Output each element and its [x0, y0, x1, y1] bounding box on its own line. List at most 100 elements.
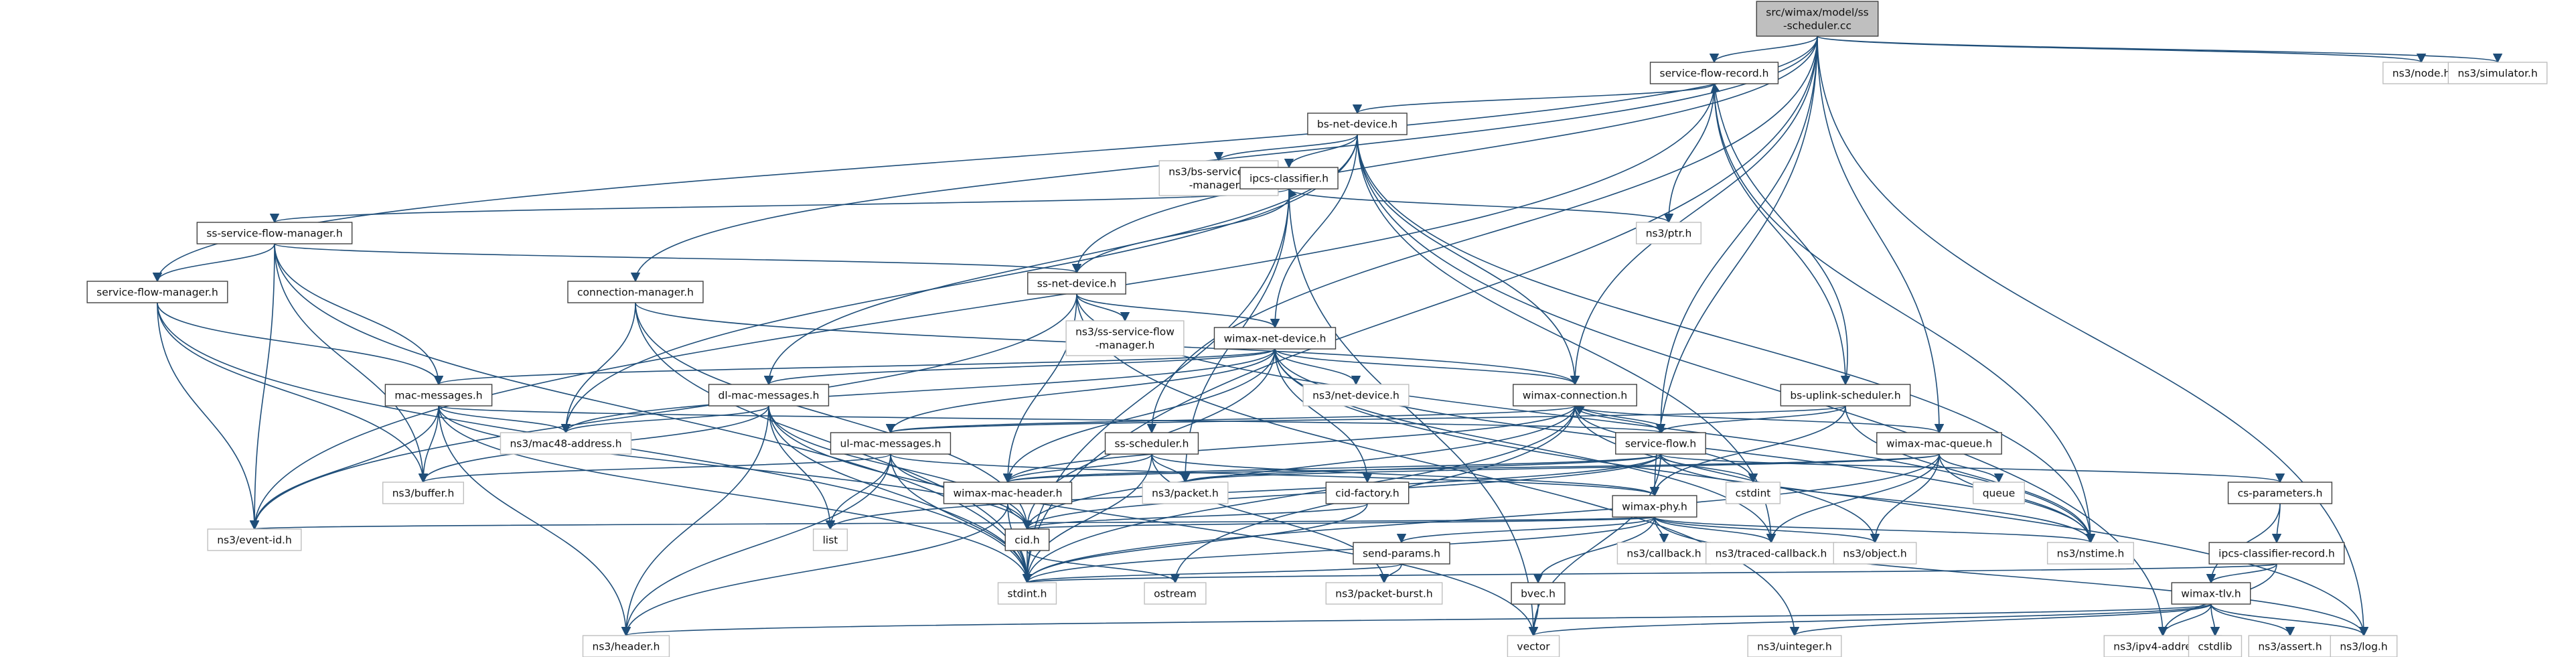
node-box — [196, 222, 353, 244]
root-file-node[interactable]: src/wimax/model/ss-scheduler.cc — [1756, 1, 1879, 37]
edge-sssched-to-packet — [1151, 453, 1191, 484]
node-label: ostream — [1154, 587, 1197, 599]
node-header: ns3/header.h — [582, 635, 670, 657]
edge-ipcscr-to-wtlv — [2206, 563, 2277, 584]
edge-bsnet-to-ipv4 — [1357, 134, 2168, 637]
node-bsnet[interactable]: bs-net-device.h — [1307, 113, 1408, 135]
node-label: cid-factory.h — [1335, 487, 1399, 499]
edge-wmachdr-to-header — [621, 503, 1008, 637]
edge-bsnet-to-bssfm — [1213, 134, 1358, 162]
edge-sfr-to-bsul — [1714, 83, 1851, 386]
edge-sssfm-to-macmsg — [274, 243, 444, 386]
edge-wtlv-to-assert — [2210, 603, 2295, 637]
node-ipcsc[interactable]: ipcs-classifier.h — [1239, 167, 1339, 190]
node-box — [1142, 482, 1229, 504]
node-box — [1833, 542, 1917, 565]
node-label: list — [823, 534, 838, 546]
node-assert: ns3/assert.h — [2248, 635, 2332, 657]
node-sssched[interactable]: ss-scheduler.h — [1104, 432, 1199, 455]
edge-macmsg-to-cid — [438, 405, 1033, 530]
node-bsul[interactable]: bs-uplink-scheduler.h — [1780, 384, 1911, 407]
edge-wimaxnet-to-dlmac — [764, 348, 1276, 386]
node-wphy[interactable]: wimax-phy.h — [1612, 495, 1697, 518]
edge-bsnet-to-wconn — [1357, 134, 1580, 386]
node-label: bs-net-device.h — [1317, 118, 1397, 130]
node-label: ns3/nstime.h — [2057, 547, 2125, 559]
node-box — [1705, 542, 1837, 565]
node-box — [2447, 62, 2548, 84]
node-wqueue[interactable]: wimax-mac-queue.h — [1876, 432, 2002, 455]
edge-wphy-to-sendp — [1397, 516, 1655, 544]
node-label: cstdint — [1736, 487, 1771, 499]
node-ipcscr[interactable]: ipcs-classifier-record.h — [2208, 542, 2345, 565]
node-label: mac-messages.h — [394, 389, 482, 401]
edge-bsul-to-ulmac — [886, 405, 1846, 434]
node-box — [1004, 528, 1050, 551]
node-label: ns3/assert.h — [2258, 640, 2322, 652]
node-ulmac[interactable]: ul-mac-messages.h — [830, 432, 952, 455]
edge-wimaxnet-to-wconn — [1274, 348, 1580, 386]
node-sflow[interactable]: service-flow.h — [1615, 432, 1706, 455]
node-netdev: ns3/net-device.h — [1302, 384, 1410, 407]
node-box — [1747, 635, 1842, 657]
edge-bsul-to-sflow — [1655, 405, 1846, 434]
node-connmgr[interactable]: connection-manager.h — [567, 281, 704, 303]
edge-wtlv-to-log — [2210, 603, 2369, 637]
node-wimaxnet[interactable]: wimax-net-device.h — [1213, 327, 1337, 350]
node-box — [830, 432, 952, 455]
node-eventid: ns3/event-id.h — [207, 528, 302, 551]
edge-wphy-to-object — [1654, 516, 1880, 544]
node-ssnet[interactable]: ss-net-device.h — [1027, 272, 1126, 295]
edge-sssched-to-wmachdr — [1002, 453, 1152, 484]
edge-sssched-to-wphy — [1151, 453, 1659, 497]
node-bvec[interactable]: bvec.h — [1511, 582, 1566, 605]
node-label: bvec.h — [1521, 587, 1556, 599]
node-dlmac[interactable]: dl-mac-messages.h — [708, 384, 830, 407]
edge-bsul-to-nstime — [1845, 405, 2096, 544]
edge-macmsg-to-sflow — [438, 405, 1665, 434]
edge-bsnet-to-mac48 — [560, 134, 1358, 434]
node-label: ns3/packet.h — [1152, 487, 1219, 499]
edge-bsnet-to-nstime — [1357, 134, 2096, 544]
edge-wimaxnet-to-ulmac — [885, 348, 1276, 434]
node-cid[interactable]: cid.h — [1004, 528, 1050, 551]
edge-root-to-wqueue — [1817, 35, 1945, 434]
node-label: ns3/callback.h — [1626, 547, 1701, 559]
node-label: ul-mac-messages.h — [840, 437, 941, 449]
node-label: vector — [1517, 640, 1550, 652]
edge-wimaxnet-to-macmsg — [434, 348, 1276, 386]
node-box — [1511, 582, 1566, 605]
edge-bsnet-to-ipcsc — [1284, 134, 1358, 169]
node-sssfm[interactable]: ss-service-flow-manager.h — [196, 222, 353, 244]
node-box — [582, 635, 670, 657]
node-box — [1725, 482, 1781, 504]
node-csparam[interactable]: cs-parameters.h — [2227, 482, 2333, 504]
node-label: -manager.h — [1189, 179, 1249, 191]
node-sfr[interactable]: service-flow-record.h — [1649, 62, 1779, 84]
node-sfm[interactable]: service-flow-manager.h — [86, 281, 228, 303]
node-label: service-flow-record.h — [1660, 67, 1769, 79]
node-box — [1325, 482, 1410, 504]
node-box — [1780, 384, 1911, 407]
node-wconn[interactable]: wimax-connection.h — [1513, 384, 1637, 407]
node-label: ns3/ptr.h — [1646, 227, 1692, 239]
node-sendp[interactable]: send-params.h — [1353, 542, 1450, 565]
node-box — [1104, 432, 1199, 455]
node-macmsg[interactable]: mac-messages.h — [384, 384, 493, 407]
node-label: stdint.h — [1008, 587, 1047, 599]
edge-sssfm-to-eventid — [249, 243, 275, 530]
node-wmachdr[interactable]: wimax-mac-header.h — [943, 482, 1073, 504]
node-cidf[interactable]: cid-factory.h — [1325, 482, 1410, 504]
edge-sssfm-to-buffer — [274, 243, 429, 484]
node-log: ns3/log.h — [2330, 635, 2398, 657]
node-mac48: ns3/mac48-address.h — [500, 432, 632, 455]
edge-wtlv-to-uinteger — [1790, 603, 2212, 637]
edge-sendp-to-pburst — [1379, 563, 1402, 584]
node-label: -manager.h — [1095, 339, 1155, 351]
edge-wqueue-to-wmachdr — [1003, 453, 1940, 484]
node-label: ns3/uinteger.h — [1757, 640, 1832, 652]
node-box — [708, 384, 830, 407]
node-box — [2382, 62, 2460, 84]
node-wtlv[interactable]: wimax-tlv.h — [2171, 582, 2251, 605]
node-label: wimax-net-device.h — [1223, 332, 1326, 344]
